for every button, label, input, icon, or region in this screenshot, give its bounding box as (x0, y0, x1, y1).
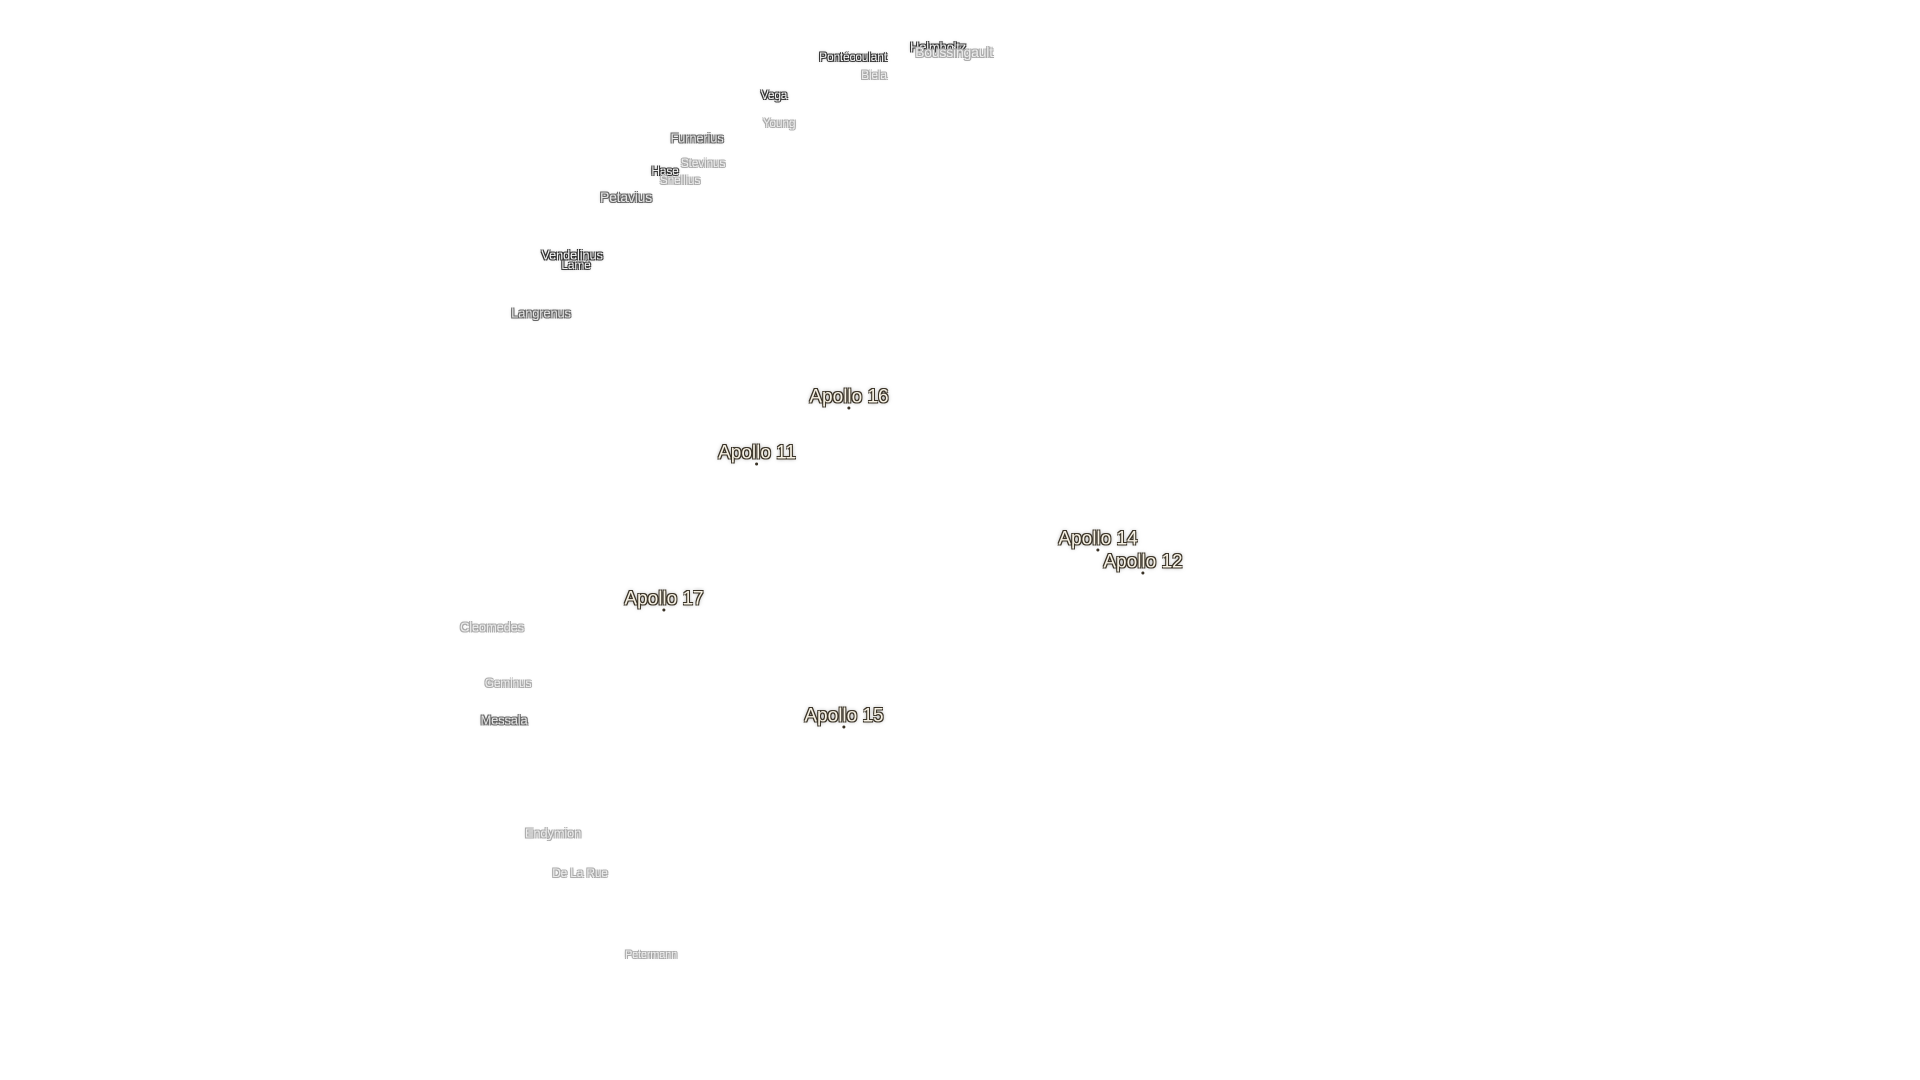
crater-label-helmholtz[interactable]: Helmholtz (910, 39, 966, 55)
landing-site-label: Apollo 14 (1058, 528, 1138, 550)
crater-label-de-la-rue[interactable]: De La Rue (552, 866, 608, 880)
landing-site-marker-icon (1141, 571, 1145, 575)
crater-label-vega[interactable]: Vega (760, 88, 788, 102)
crater-label-pontecoulant[interactable]: Pontécoulant (819, 50, 887, 64)
crater-label-boussingault[interactable]: Boussingault (915, 44, 993, 60)
crater-label-geminus[interactable]: Geminus (484, 676, 532, 690)
crater-label-lame[interactable]: Lamé (561, 258, 591, 272)
landing-site-apollo-16[interactable]: Apollo 16 (809, 386, 889, 410)
landing-site-apollo-17[interactable]: Apollo 17 (624, 588, 704, 612)
landing-site-apollo-15[interactable]: Apollo 15 (804, 705, 884, 729)
crater-label-vendelinus[interactable]: Vendelinus (541, 247, 603, 263)
landing-site-marker-icon (847, 406, 851, 410)
landing-site-marker-icon (1096, 548, 1100, 552)
landing-site-label: Apollo 17 (624, 588, 704, 610)
crater-label-furnerius[interactable]: Furnerius (670, 130, 724, 146)
crater-label-petavius[interactable]: Petavius (599, 189, 653, 205)
landing-site-label: Apollo 16 (809, 386, 889, 408)
landing-site-apollo-12[interactable]: Apollo 12 (1103, 551, 1183, 575)
crater-label-snellius[interactable]: Snellius (659, 173, 701, 187)
crater-label-langrenus[interactable]: Langrenus (511, 305, 571, 321)
crater-label-stevinus[interactable]: Stevinus (680, 156, 726, 170)
landing-site-apollo-14[interactable]: Apollo 14 (1058, 528, 1138, 552)
crater-label-messala[interactable]: Messala (480, 712, 528, 728)
landing-site-apollo-11[interactable]: Apollo 11 (718, 443, 796, 466)
crater-label-endymion[interactable]: Endymion (524, 825, 582, 841)
landing-site-marker-icon (842, 725, 846, 729)
crater-label-cleomedes[interactable]: Cleomedes (460, 619, 524, 635)
crater-label-petermann[interactable]: Petermann (624, 949, 678, 961)
landing-site-label: Apollo 11 (718, 442, 796, 464)
landing-site-label: Apollo 15 (804, 705, 884, 727)
crater-label-young[interactable]: Young (762, 116, 796, 130)
crater-label-hase[interactable]: Hase (651, 164, 679, 178)
landing-site-label: Apollo 12 (1103, 551, 1183, 573)
landing-site-marker-icon (755, 462, 759, 466)
landing-site-marker-icon (662, 608, 666, 612)
crater-label-biela[interactable]: Biela (861, 68, 887, 82)
